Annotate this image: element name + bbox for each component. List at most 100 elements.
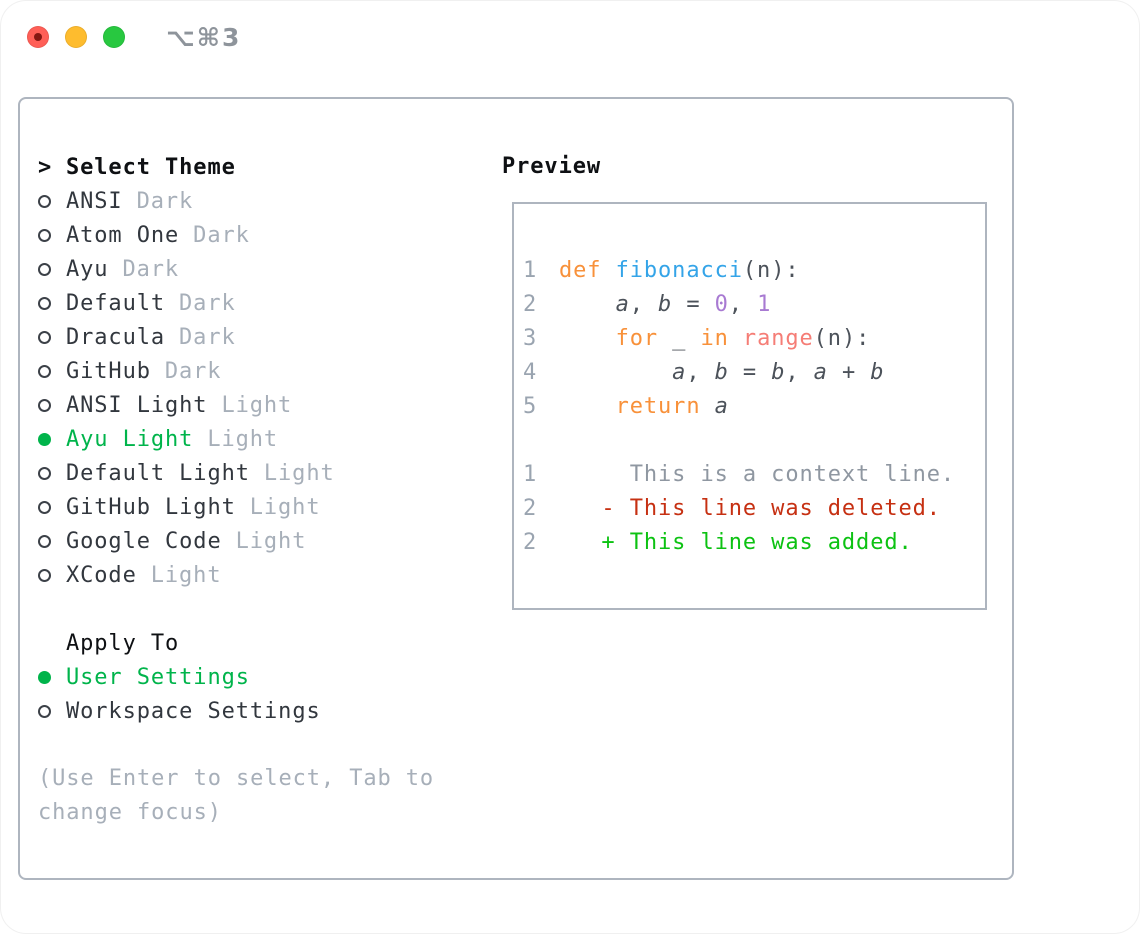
radio-circle: [38, 330, 51, 344]
theme-name: Ayu: [66, 256, 109, 282]
code-segment: [559, 326, 616, 351]
preview-title: Preview: [502, 154, 602, 179]
spacer: [38, 728, 434, 762]
radio-icon: [38, 228, 66, 242]
code-segment: ,: [728, 291, 758, 317]
apply-to-option-user-settings[interactable]: User Settings: [38, 660, 434, 694]
theme-variant: Dark: [136, 188, 194, 214]
code-segment: [700, 394, 714, 419]
code-line: [523, 423, 955, 457]
line-number: 5: [523, 393, 538, 419]
radio-icon: [38, 466, 66, 480]
radio-icon: [38, 194, 66, 208]
code-segment: _: [658, 325, 701, 351]
code-segment: 1: [757, 291, 772, 317]
code-segment: b: [771, 359, 786, 385]
code-segment: ,: [785, 359, 814, 385]
code-segment: ,: [629, 291, 659, 317]
spacer: [38, 592, 434, 626]
traffic-lights: [27, 26, 125, 48]
close-traffic-light-icon[interactable]: [27, 26, 49, 48]
theme-variant: Dark: [193, 222, 250, 248]
code-segment: def: [559, 257, 602, 283]
apply-to-header: Apply To: [38, 626, 434, 660]
line-number: 2: [523, 529, 538, 555]
theme-option-default[interactable]: Default Dark: [38, 286, 434, 320]
radio-icon: [38, 500, 66, 514]
theme-variant: Light: [150, 562, 222, 588]
theme-name: GitHub: [66, 358, 151, 384]
code-segment: [729, 326, 743, 351]
cursor-icon: >: [38, 154, 53, 180]
code-segment: for: [615, 325, 659, 351]
code-segment: return: [615, 393, 701, 419]
code-segment: (n):: [813, 325, 871, 351]
radio-circle: [38, 398, 51, 412]
theme-variant: Light: [249, 494, 321, 520]
line-number: 4: [523, 359, 538, 385]
theme-variant: Light: [263, 460, 335, 486]
radio-selected-icon: [38, 432, 66, 446]
theme-option-ayu[interactable]: Ayu Dark: [38, 252, 434, 286]
radio-icon: [38, 534, 66, 548]
theme-option-dracula[interactable]: Dracula Dark: [38, 320, 434, 354]
theme-variant: Light: [207, 426, 279, 452]
code-segment: a: [813, 359, 828, 385]
theme-variant: Light: [221, 392, 293, 418]
radio-circle: [38, 432, 51, 446]
apply-to-option-workspace-settings[interactable]: Workspace Settings: [38, 694, 434, 728]
theme-variant: Dark: [122, 256, 180, 282]
code-segment: a: [714, 393, 729, 419]
theme-name: Atom One: [66, 222, 180, 248]
zoom-traffic-light-icon[interactable]: [103, 26, 125, 48]
theme-variant: Dark: [179, 290, 236, 316]
radio-circle: [38, 262, 51, 276]
theme-option-atom-one[interactable]: Atom One Dark: [38, 218, 434, 252]
theme-name: ANSI Light: [66, 392, 208, 418]
code-segment: b: [714, 359, 729, 385]
code-segment: (n):: [742, 257, 800, 283]
code-segment: + This line was added.: [559, 529, 913, 555]
keyboard-hint-line-1: (Use Enter to select, Tab to: [38, 766, 435, 791]
theme-option-ansi-light[interactable]: ANSI Light Light: [38, 388, 434, 422]
theme-option-xcode[interactable]: XCode Light: [38, 558, 434, 592]
theme-name: Default: [66, 290, 166, 316]
radio-circle: [38, 228, 51, 242]
radio-circle: [38, 568, 51, 582]
code-segment: in: [700, 325, 729, 351]
radio-circle: [38, 466, 51, 480]
code-segment: [601, 258, 615, 283]
window-title: ⌥⌘3: [166, 23, 242, 52]
code-segment: =: [728, 359, 772, 385]
apply-to-label: Workspace Settings: [66, 698, 321, 724]
code-line: 5 return a: [523, 389, 955, 423]
theme-name: XCode: [66, 562, 137, 588]
minimize-traffic-light-icon[interactable]: [65, 26, 87, 48]
line-number: 3: [523, 325, 538, 351]
radio-icon: [38, 704, 66, 718]
code-segment: - This line was deleted.: [559, 495, 941, 521]
radio-icon: [38, 330, 66, 344]
select-theme-title: Select Theme: [66, 154, 236, 180]
theme-name: Dracula: [66, 324, 166, 350]
code-line: 3 for _ in range(n):: [523, 321, 955, 355]
theme-variant: Light: [235, 528, 307, 554]
code-segment: range: [742, 325, 814, 351]
code-line: 1 This is a context line.: [523, 457, 955, 491]
radio-icon: [38, 398, 66, 412]
code-segment: This is a context line.: [559, 461, 956, 487]
code-line: 4 a, b = b, a + b: [523, 355, 955, 389]
radio-circle: [38, 670, 51, 684]
theme-variant: Dark: [179, 324, 236, 350]
